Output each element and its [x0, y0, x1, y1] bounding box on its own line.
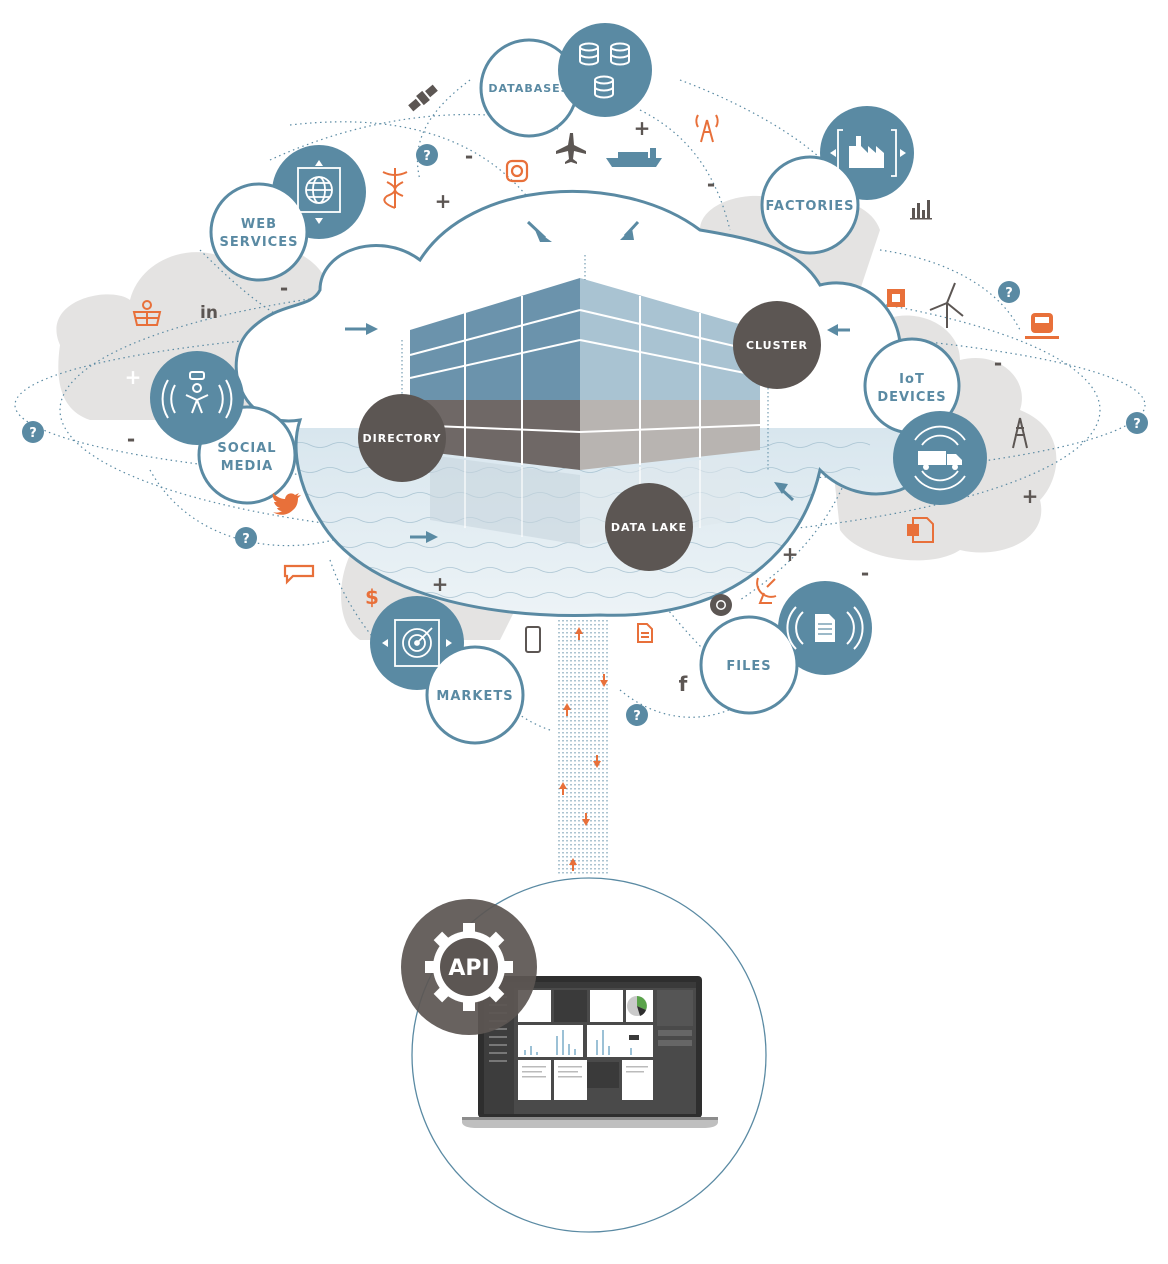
dollar-icon: $: [365, 585, 379, 609]
svg-text:DEVICES: DEVICES: [877, 390, 946, 405]
dashboard-widgets: [518, 990, 693, 1100]
question-icon: ?: [22, 421, 44, 443]
cluster-node: CLUSTER: [733, 301, 821, 389]
svg-text:+: +: [1022, 484, 1039, 508]
mobile-phone-icon: [525, 626, 541, 653]
svg-text:-: -: [127, 427, 135, 451]
svg-text:+: +: [634, 116, 651, 140]
web-services-source: WEB SERVICES: [209, 145, 366, 282]
svg-text:FACTORIES: FACTORIES: [766, 199, 855, 214]
question-icon: ?: [998, 281, 1020, 303]
svg-text:?: ?: [242, 532, 250, 547]
iot-devices-source: IoT DEVICES: [863, 337, 987, 505]
files-source: FILES: [699, 581, 872, 715]
factories-source: FACTORIES: [760, 106, 914, 255]
caduceus-icon: [382, 168, 408, 209]
svg-text:SERVICES: SERVICES: [220, 235, 299, 250]
document-icon: [786, 606, 864, 650]
svg-text:?: ?: [633, 709, 641, 724]
database-icon: [579, 42, 630, 99]
chip-icon: [887, 289, 905, 307]
svg-text:-: -: [861, 561, 869, 585]
linkedin-icon: in: [200, 303, 218, 323]
svg-text:CLUSTER: CLUSTER: [746, 339, 808, 352]
svg-text:-: -: [465, 144, 473, 168]
inflow-arrows: [345, 220, 850, 543]
satellite-icon: [408, 84, 438, 112]
question-icon: ?: [626, 704, 648, 726]
bar-chart-icon: [910, 200, 932, 220]
chat-bubble-icon: [283, 564, 315, 585]
plus-minus-marks: + + + + + + - - - - - -: [125, 116, 1039, 596]
oil-derrick-icon: [1012, 417, 1028, 449]
directory-node: DIRECTORY: [358, 394, 446, 482]
svg-text:+: +: [782, 542, 799, 566]
svg-text:MEDIA: MEDIA: [221, 459, 274, 474]
factory-icon: [849, 136, 884, 168]
svg-text:+: +: [125, 365, 142, 389]
facebook-icon: f: [679, 672, 688, 696]
excel-file-icon: [907, 517, 934, 543]
svg-text:-: -: [707, 172, 715, 196]
file-text-icon: [637, 623, 653, 643]
svg-text:+: +: [435, 189, 452, 213]
svg-text:-: -: [994, 351, 1002, 375]
databases-source: DATABASES: [479, 23, 652, 138]
social-person-icon: [161, 371, 233, 419]
api-client: API: [401, 877, 767, 1233]
solar-panel-icon: [132, 300, 162, 326]
question-marks: ? ? ? ? ? ?: [22, 144, 1148, 726]
svg-text:+: +: [432, 572, 449, 596]
markets-source: MARKETS: [370, 596, 525, 745]
svg-text:API: API: [448, 956, 489, 981]
svg-text:DIRECTORY: DIRECTORY: [363, 432, 442, 445]
svg-text:-: -: [280, 276, 288, 300]
train-icon: [1025, 313, 1059, 339]
svg-text:FILES: FILES: [726, 659, 771, 674]
svg-text:?: ?: [29, 426, 37, 441]
question-icon: ?: [1126, 412, 1148, 434]
airplane-icon: [556, 133, 586, 164]
target-icon: [394, 619, 440, 667]
svg-text:IoT: IoT: [899, 372, 925, 387]
chrome-icon: [710, 594, 732, 616]
data-lake-node: DATA LAKE: [605, 483, 693, 571]
svg-text:WEB: WEB: [241, 217, 277, 232]
svg-text:?: ?: [423, 149, 431, 164]
ship-icon: [606, 148, 662, 167]
svg-text:DATABASES: DATABASES: [488, 82, 569, 95]
api-node: API: [401, 899, 537, 1035]
question-icon: ?: [416, 144, 438, 166]
svg-text:DATA LAKE: DATA LAKE: [611, 521, 687, 534]
globe-icon: [297, 167, 341, 213]
instagram-icon: [505, 159, 529, 183]
svg-text:MARKETS: MARKETS: [436, 689, 513, 704]
truck-icon: [914, 425, 966, 491]
radio-tower-icon: [695, 114, 719, 143]
svg-text:?: ?: [1133, 417, 1141, 432]
svg-text:?: ?: [1005, 286, 1013, 301]
twitter-icon: [272, 493, 301, 515]
svg-text:SOCIAL: SOCIAL: [217, 441, 276, 456]
social-media-source: SOCIAL MEDIA: [150, 351, 297, 505]
satellite-dish-icon: [756, 577, 777, 604]
wind-turbine-icon: [929, 282, 964, 328]
data-pipe: [558, 620, 608, 875]
question-icon: ?: [235, 527, 257, 549]
